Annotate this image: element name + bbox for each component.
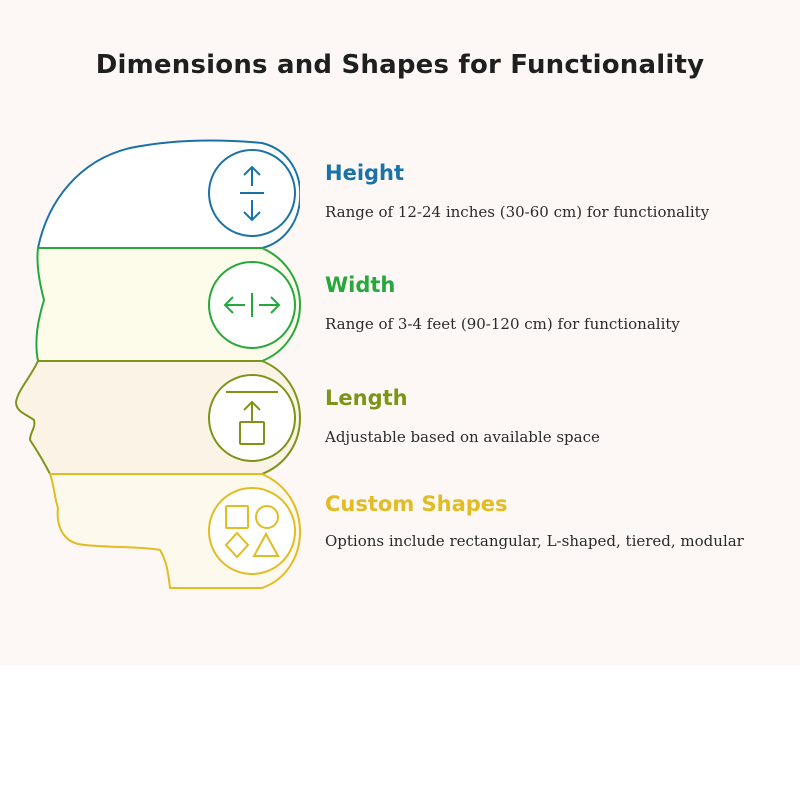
item-title: Width xyxy=(325,273,396,297)
square-arrow-up-icon xyxy=(208,374,296,462)
item-description: Options include rectangular, L-shaped, t… xyxy=(325,532,744,550)
item-height: Height Range of 12-24 inches (30-60 cm) … xyxy=(325,160,785,222)
item-custom-shapes: Custom Shapes Options include rectangula… xyxy=(325,491,785,551)
item-title: Height xyxy=(325,161,405,185)
shapes-icon xyxy=(208,487,296,575)
item-width: Width Range of 3-4 feet (90-120 cm) for … xyxy=(325,272,785,334)
item-length: Length Adjustable based on available spa… xyxy=(325,385,785,447)
horizontal-arrows-icon xyxy=(208,261,296,349)
item-description: Range of 12-24 inches (30-60 cm) for fun… xyxy=(325,203,710,221)
item-title: Length xyxy=(325,386,408,410)
item-description: Adjustable based on available space xyxy=(325,428,600,446)
item-title: Custom Shapes xyxy=(325,492,508,516)
diagram-title: Dimensions and Shapes for Functionality xyxy=(95,50,705,80)
vertical-arrows-icon xyxy=(208,149,296,237)
item-description: Range of 3-4 feet (90-120 cm) for functi… xyxy=(325,315,680,333)
